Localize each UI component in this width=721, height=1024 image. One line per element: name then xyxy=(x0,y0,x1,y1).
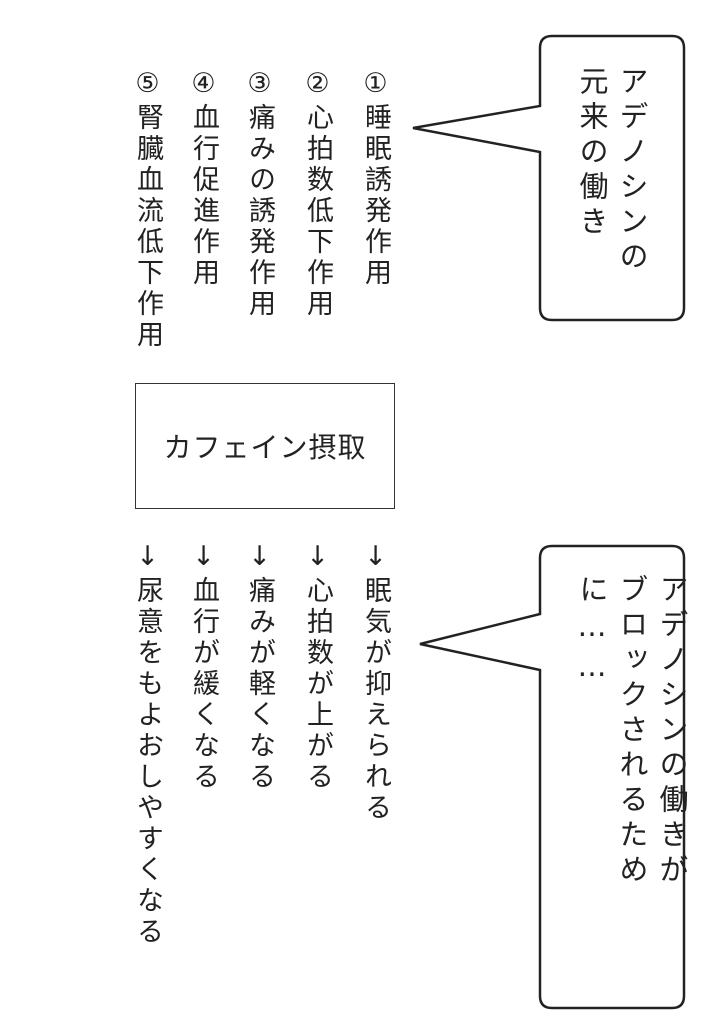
function-item-1: ①睡眠誘発作用 xyxy=(360,68,391,289)
function-item-5: ⑤腎臓血流低下作用 xyxy=(132,68,163,351)
bottom-bubble-line-2: ブロックされるために…… xyxy=(575,574,649,889)
top-bubble-line-1: アデノシンの xyxy=(615,66,649,276)
effect-item-4: ↓血行が緩くなる xyxy=(188,541,219,793)
caffeine-intake-label: カフェイン摂取 xyxy=(163,431,367,464)
top-bubble-outline xyxy=(412,34,686,322)
bottom-bubble-text: アデノシンの働きが ブロックされるために…… xyxy=(572,574,692,994)
function-item-2: ②心拍数低下作用 xyxy=(302,68,333,320)
top-bubble-line-2: 元来の働き xyxy=(575,66,609,241)
bottom-bubble-line-1: アデノシンの働きが xyxy=(655,574,689,889)
bottom-bubble-outline xyxy=(419,544,686,1010)
effect-item-5: ↓尿意をもよおしやすくなる xyxy=(132,541,163,948)
top-bubble-text: アデノシンの 元来の働き xyxy=(572,66,652,306)
effect-item-2: ↓心拍数が上がる xyxy=(302,541,333,793)
function-item-3: ③痛みの誘発作用 xyxy=(244,68,275,320)
effect-item-1: ↓眠気が抑えられる xyxy=(360,541,391,824)
caffeine-intake-box: カフェイン摂取 xyxy=(135,383,395,509)
function-item-4: ④血行促進作用 xyxy=(188,68,219,289)
effect-item-3: ↓痛みが軽くなる xyxy=(244,541,275,793)
